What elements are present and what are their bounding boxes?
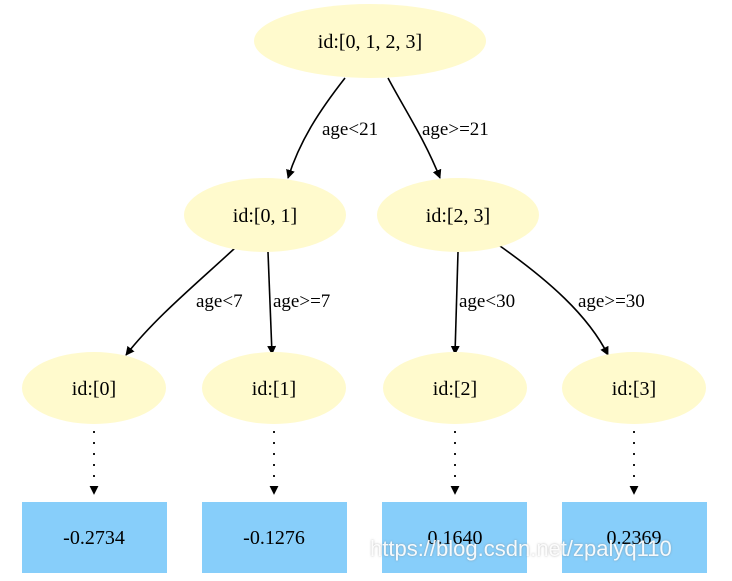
node-root: id:[0, 1, 2, 3]: [254, 4, 486, 78]
node-2: id:[2]: [383, 352, 527, 424]
node-3-label: id:[3]: [612, 378, 656, 400]
leaf-3-box: [562, 502, 707, 573]
leaf-1-box: [202, 502, 347, 573]
edge-label-left-n1: age>=7: [273, 291, 330, 312]
node-0-shape: [22, 352, 166, 424]
edge-root-right: [387, 77, 442, 179]
node-root-shape: [254, 4, 486, 78]
node-3: id:[3]: [562, 352, 706, 424]
leaf-0-value: -0.2734: [63, 527, 125, 549]
leaf-0-box: [22, 502, 167, 573]
leaf-1: -0.1276: [202, 502, 347, 573]
leaf-0: -0.2734: [22, 502, 167, 573]
node-root-label: id:[0, 1, 2, 3]: [318, 31, 422, 53]
node-left-label: id:[0, 1]: [233, 205, 297, 227]
edge-root-left: [286, 77, 346, 179]
edge-left-n1: [267, 251, 277, 355]
node-right-label: id:[2, 3]: [426, 205, 490, 227]
edge-left-n0: [125, 247, 236, 356]
edge-label-root-left: age<21: [322, 119, 378, 140]
leaf-1-value: -0.1276: [243, 527, 305, 549]
node-right-shape: [377, 178, 539, 252]
edge-right-n2: [450, 251, 460, 355]
node-2-shape: [383, 352, 527, 424]
node-left: id:[0, 1]: [184, 178, 346, 252]
node-3-shape: [562, 352, 706, 424]
edge-label-right-n2: age<30: [459, 291, 515, 312]
node-1-shape: [202, 352, 346, 424]
node-0: id:[0]: [22, 352, 166, 424]
node-right: id:[2, 3]: [377, 178, 539, 252]
node-1: id:[1]: [202, 352, 346, 424]
edge-right-n3: [499, 245, 609, 356]
node-1-label: id:[1]: [252, 378, 296, 400]
leaf-2-box: [382, 502, 527, 573]
leaf-3: 0.2369: [562, 502, 707, 573]
node-0-label: id:[0]: [72, 378, 116, 400]
watermark-text: https://blog.csdn.net/zpalyq110: [370, 536, 672, 561]
edge-label-left-n0: age<7: [196, 291, 243, 312]
leaf-2: 0.1640: [382, 502, 527, 573]
edge-label-right-n3: age>=30: [578, 291, 645, 312]
edge-label-root-right: age>=21: [422, 119, 489, 140]
leaf-2-value: 0.1640: [428, 527, 483, 549]
node-2-label: id:[2]: [433, 378, 477, 400]
leaf-3-value: 0.2369: [607, 527, 662, 549]
node-left-shape: [184, 178, 346, 252]
